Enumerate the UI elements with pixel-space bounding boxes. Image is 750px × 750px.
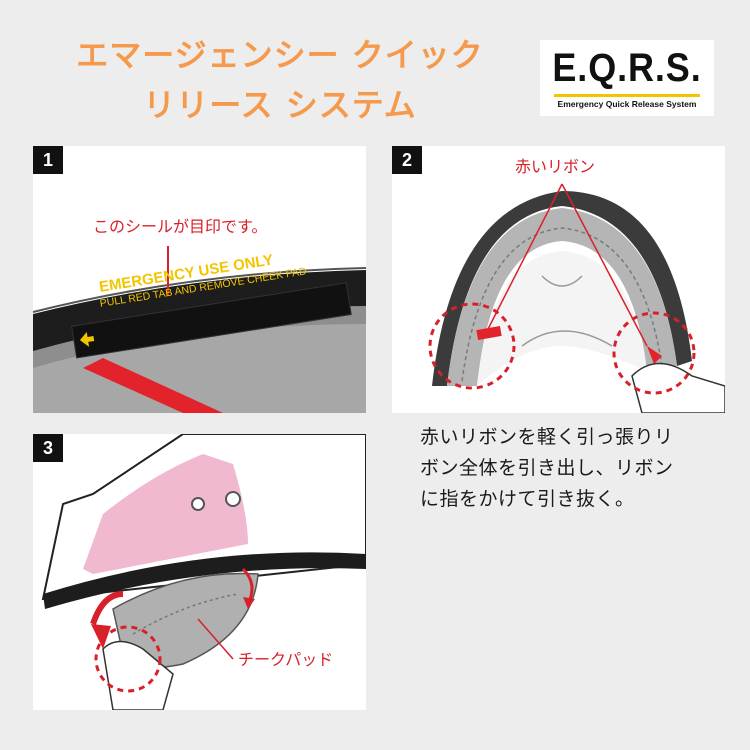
logo-subtitle: Emergency Quick Release System — [557, 99, 697, 109]
sticker-arrow-icon — [79, 332, 95, 347]
step2-label: 赤いリボン — [515, 157, 596, 176]
step2-illustration — [428, 183, 725, 413]
step1-number: 1 — [33, 146, 63, 174]
step3-panel: 3 チークパッド — [33, 434, 366, 710]
step1-illustration — [33, 246, 366, 413]
step3-highlight-circle — [94, 625, 162, 693]
page-title-line1: エマージェンシー クイック — [76, 36, 484, 74]
step3-illustration — [41, 434, 366, 710]
instructions-line2: ボン全体を引き出し、リボン — [420, 457, 674, 479]
left-highlight-circle — [428, 302, 516, 390]
page-title-line2: リリース システム — [143, 86, 417, 124]
logo-text: E.Q.R.S. — [552, 46, 702, 90]
step2-panel: 2 赤いリボン — [392, 146, 725, 413]
step2-number: 2 — [392, 146, 422, 174]
right-highlight-circle — [612, 311, 696, 395]
instructions-text: 赤いリボンを軽く引っ張りリ ボン全体を引き出し、リボン に指をかけて引き抜く。 — [420, 422, 720, 515]
step3-number: 3 — [33, 434, 63, 462]
step3-label: チークパッド — [238, 650, 334, 669]
eqrs-logo: E.Q.R.S. Emergency Quick Release System — [540, 40, 714, 116]
logo-underline — [554, 94, 700, 97]
instructions-line1: 赤いリボンを軽く引っ張りリ — [420, 426, 674, 448]
step1-panel: 1 このシールが目印です。 EMERGENCY USE ONLY PULL RE… — [33, 146, 366, 413]
step1-label: このシールが目印です。 — [93, 217, 268, 236]
instructions-line3: に指をかけて引き抜く。 — [420, 488, 635, 510]
